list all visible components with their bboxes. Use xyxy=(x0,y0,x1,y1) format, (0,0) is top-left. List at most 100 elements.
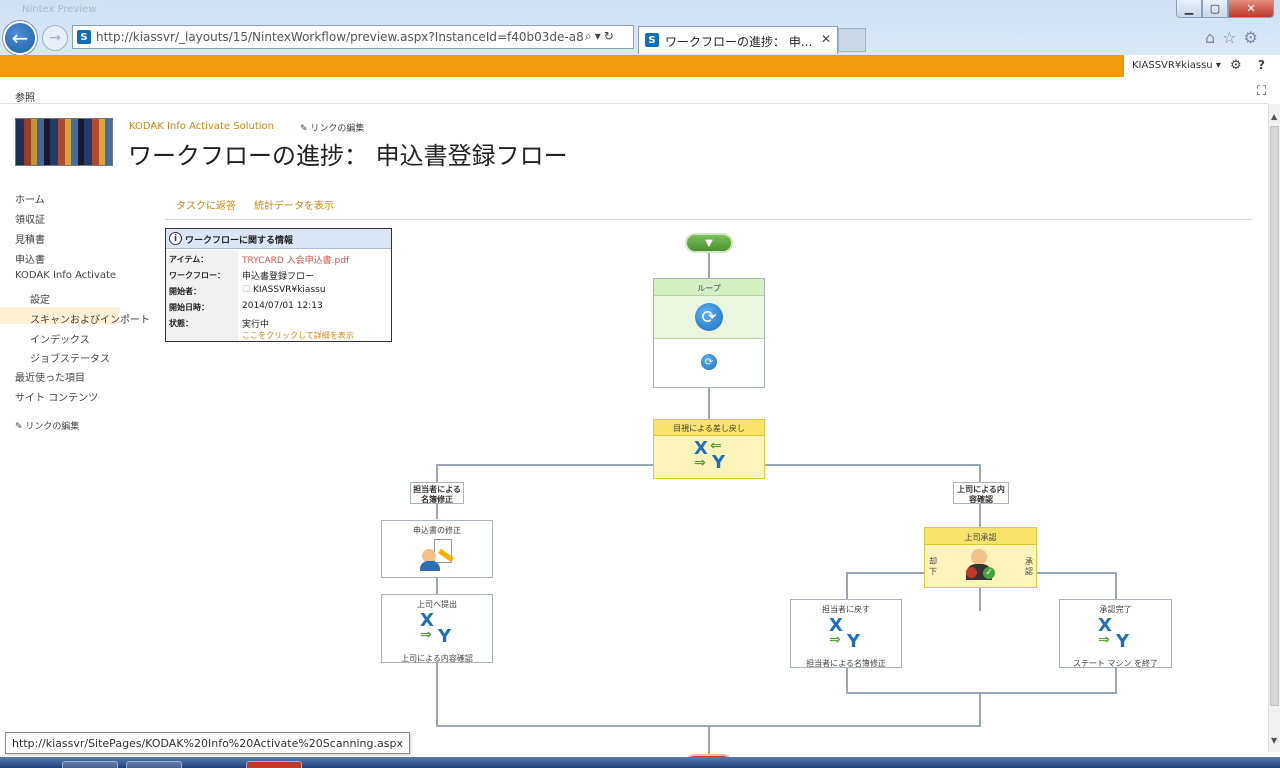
submit-title: 上司へ提出 xyxy=(417,600,457,609)
loop-icon: ⟳ xyxy=(695,303,723,331)
nav-item-recent[interactable]: 最近使った項目 xyxy=(15,373,85,384)
dropdown-icon[interactable]: ▾ xyxy=(594,29,604,43)
item-link[interactable]: TRYCARD 入会申込書.pdf xyxy=(242,256,350,266)
maximize-button[interactable]: ▢ xyxy=(1202,0,1228,18)
tab-close-icon[interactable]: ✕ xyxy=(821,32,832,46)
nav-item-index[interactable]: インデックス xyxy=(30,335,90,346)
settings-gear-icon[interactable]: ⚙ xyxy=(1243,28,1265,47)
back-button[interactable]: ← xyxy=(3,21,37,55)
info-label: 開始者： xyxy=(166,282,238,298)
user-area: KIASSVR¥kiassu ▾ ⚙ ? xyxy=(1124,55,1280,77)
approved-footer: ステート マシン を終了 xyxy=(1072,659,1159,668)
focus-on-content-icon[interactable]: ⛶ xyxy=(1257,84,1267,99)
approved-node[interactable]: 承認完了 X ⇒Y ステート マシン を終了 xyxy=(1059,599,1172,668)
taskbar-button[interactable] xyxy=(246,761,302,768)
connector xyxy=(436,578,438,594)
help-icon[interactable]: ? xyxy=(1258,58,1265,72)
tab-title: ワークフローの進捗： 申... xyxy=(665,35,813,49)
switch-xy-icon: X ⇒Y xyxy=(1098,615,1130,652)
window-titlebar: Nintex Preview ▁ ▢ ✕ xyxy=(0,0,1280,22)
browser-tab[interactable]: S ワークフローの進捗： 申... ✕ xyxy=(638,26,838,54)
connector xyxy=(846,667,848,693)
scroll-thumb[interactable] xyxy=(1270,126,1279,706)
start-node[interactable]: ▼ xyxy=(685,233,733,253)
minimize-button[interactable]: ▁ xyxy=(1176,0,1202,18)
details-link[interactable]: ここをクリックして詳細を表示 xyxy=(242,331,354,340)
form-edit-title: 申込書の修正 xyxy=(413,526,461,535)
page-title: ワークフローの進捗： 申込書登録フロー xyxy=(128,142,568,170)
switch-xy-icon: X⇐ ⇒Y xyxy=(694,438,726,473)
nav-item-settings[interactable]: 設定 xyxy=(30,295,50,306)
refresh-icon[interactable]: ↻ xyxy=(603,29,617,43)
connector xyxy=(846,692,1117,694)
info-panel-header: i ワークフローに関する情報 xyxy=(166,229,391,249)
info-panel-title: ワークフローに関する情報 xyxy=(185,236,294,246)
submit-node[interactable]: 上司へ提出 X ⇒Y 上司による内容確認 xyxy=(381,594,493,663)
loop-inner-icon: ⟳ xyxy=(701,354,717,370)
nav-item-site-contents[interactable]: サイト コンテンツ xyxy=(15,393,99,404)
url-text[interactable]: http://kiassvr/_layouts/15/NintexWorkflo… xyxy=(96,30,584,44)
connector xyxy=(1115,667,1117,693)
scroll-down-icon[interactable]: ▼ xyxy=(1271,736,1278,745)
nav-item-home[interactable]: ホーム xyxy=(15,195,45,206)
site-logo[interactable] xyxy=(15,118,113,166)
edit-links-label: リンクの編集 xyxy=(310,124,365,134)
home-icon[interactable]: ⌂ xyxy=(1205,28,1223,47)
presence-checkbox-icon: ☐ xyxy=(242,285,253,295)
approve-label: 承認 xyxy=(1025,557,1033,576)
forward-button[interactable]: → xyxy=(42,25,68,51)
nav-item-applications[interactable]: 申込書 xyxy=(15,255,45,266)
divider xyxy=(165,219,1252,220)
loop-header: ループ ⟳ xyxy=(654,279,764,339)
reject-label: 却下 xyxy=(929,557,937,576)
return-owner-node[interactable]: 担当者に戻す X ⇒Y 担当者による名簿修正 xyxy=(790,599,902,668)
arrow-right-icon: → xyxy=(49,30,61,46)
nav-item-scan-import[interactable]: スキャンおよびインポート xyxy=(0,307,150,326)
ribbon-tab-browse[interactable]: 参照 xyxy=(15,93,35,104)
info-label: アイテム： xyxy=(166,250,238,266)
site-name-link[interactable]: KODAK Info Activate Solution xyxy=(129,121,274,132)
decision-node[interactable]: 目視による差し戻し X⇐ ⇒Y xyxy=(653,419,765,479)
respond-task-link[interactable]: タスクに返答 xyxy=(176,201,236,212)
nav-item-kodak[interactable]: KODAK Info Activate xyxy=(15,270,117,281)
address-bar[interactable]: S http://kiassvr/_layouts/15/NintexWorkf… xyxy=(72,25,634,49)
info-value: 申込書登録フロー xyxy=(242,272,315,282)
workflow-info-panel: i ワークフローに関する情報 アイテム： TRYCARD 入会申込書.pdf ワ… xyxy=(165,228,392,342)
vertical-scrollbar[interactable]: ▲ ▼ xyxy=(1268,104,1280,752)
nav-item-quotes[interactable]: 見積書 xyxy=(15,235,45,246)
user-approval-icon: ✓ xyxy=(963,547,997,585)
status-bar-url: http://kiassvr/SitePages/KODAK%20Info%20… xyxy=(5,732,410,754)
search-icon[interactable]: ⌕ xyxy=(585,29,595,43)
new-tab-button[interactable] xyxy=(838,28,866,52)
user-edit-form-icon xyxy=(420,539,454,573)
arrow-left-icon: ← xyxy=(11,26,29,50)
nav-item-receipts[interactable]: 領収証 xyxy=(15,215,45,226)
pencil-icon: ✎ xyxy=(300,124,311,134)
edit-links-top[interactable]: ✎ リンクの編集 xyxy=(300,121,364,134)
nav-item-job-status[interactable]: ジョブステータス xyxy=(30,354,110,365)
info-label: 状態： xyxy=(166,314,238,330)
info-label-blank xyxy=(166,327,238,341)
edit-links-nav[interactable]: ✎ リンクの編集 xyxy=(15,419,79,432)
edit-links-label: リンクの編集 xyxy=(25,422,80,432)
info-value: 実行中 xyxy=(242,320,270,330)
close-window-button[interactable]: ✕ xyxy=(1228,0,1274,18)
connector xyxy=(708,725,710,755)
taskbar-button[interactable] xyxy=(62,761,118,768)
info-icon: i xyxy=(169,232,182,245)
form-edit-node[interactable]: 申込書の修正 xyxy=(381,520,493,578)
view-stats-link[interactable]: 統計データを表示 xyxy=(254,201,334,212)
initiator-name[interactable]: KIASSVR¥kiassu xyxy=(252,285,326,295)
pencil-icon: ✎ xyxy=(15,422,26,432)
loop-node[interactable]: ループ ⟳ ⟳ xyxy=(653,278,765,388)
user-menu[interactable]: KIASSVR¥kiassu ▾ xyxy=(1132,60,1221,71)
scroll-up-icon[interactable]: ▲ xyxy=(1271,112,1278,121)
favorites-star-icon[interactable]: ☆ xyxy=(1222,28,1244,47)
taskbar xyxy=(0,757,1280,768)
info-value: ☐ KIASSVR¥kiassu xyxy=(242,285,326,295)
info-label: ワークフロー： xyxy=(166,266,238,282)
approval-node[interactable]: 上司承認 却下 承認 ✓ xyxy=(924,527,1037,588)
taskbar-button[interactable] xyxy=(126,761,182,768)
gear-icon[interactable]: ⚙ xyxy=(1230,58,1242,73)
info-row-status: 状態： 実行中 xyxy=(166,314,391,330)
